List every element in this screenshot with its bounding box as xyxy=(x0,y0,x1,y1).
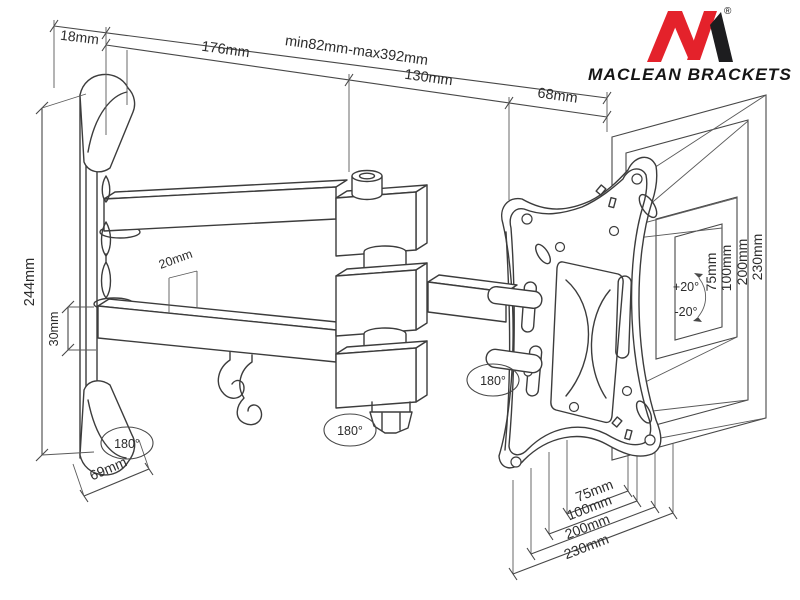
dim-arm1-length: 176mm xyxy=(200,39,250,62)
swivel-wall-label: 180° xyxy=(114,437,140,451)
logo-m-stroke-black xyxy=(710,12,733,62)
cable-hook xyxy=(236,354,263,426)
dim-wall-offset: 18mm xyxy=(59,27,100,48)
dim-profile-width: 20mm xyxy=(157,247,194,272)
swivel-plate-label: 180° xyxy=(480,374,506,388)
vesa-height-230: 230mm xyxy=(749,234,765,281)
swivel-elbow-label: 180° xyxy=(337,424,363,438)
logo-m-stroke xyxy=(687,11,717,60)
vesa-plate xyxy=(498,156,662,469)
articulating-arm xyxy=(93,169,543,434)
tilt-down-label: -20° xyxy=(674,305,697,319)
dim-plate-depth: 68mm xyxy=(536,85,578,106)
logo-m-stroke xyxy=(668,11,696,60)
dim-arm-thickness: 30mm xyxy=(47,312,61,347)
swivel-plate-badge: 180° xyxy=(466,363,520,397)
swivel-wall-badge: 180° xyxy=(100,426,154,460)
registered-mark: ® xyxy=(724,6,732,17)
tilt-up-label: +20° xyxy=(673,280,699,294)
dim-extension-range: min82mm-max392mm xyxy=(284,33,429,69)
maclean-logo: ® MACLEAN BRACKETS xyxy=(588,6,792,84)
logo-m-stroke xyxy=(647,11,682,62)
dimension-annotations: 18mm min82mm-max392mm 176mm 130mm 68mm 2… xyxy=(22,19,765,581)
dim-plate-height: 244mm xyxy=(22,258,38,306)
dim-arm2-length: 130mm xyxy=(403,67,453,90)
vesa-height-200: 200mm xyxy=(734,239,750,286)
tilt-annotation: +20° -20° xyxy=(673,273,707,322)
vesa-reference-frames xyxy=(611,94,767,461)
brand-name: MACLEAN BRACKETS xyxy=(588,65,792,84)
wall-plate xyxy=(79,73,136,476)
vesa-height-100: 100mm xyxy=(718,245,734,292)
swivel-elbow-badge: 180° xyxy=(323,413,377,447)
vesa-height-75: 75mm xyxy=(703,253,719,292)
